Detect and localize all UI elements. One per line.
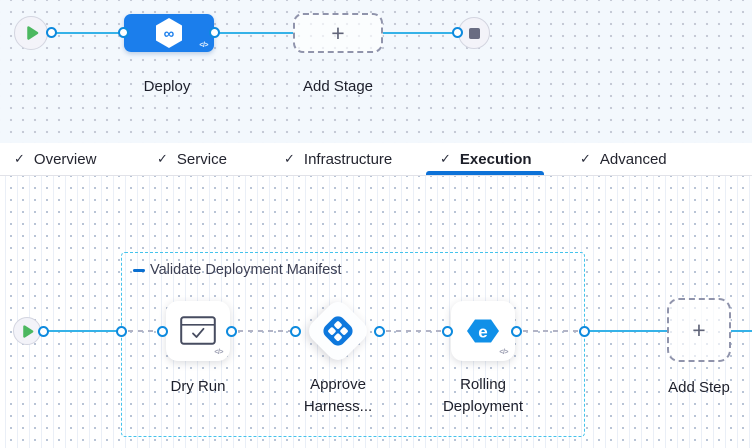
step-node-dry-run[interactable]: </> xyxy=(166,301,230,361)
active-tab-underline xyxy=(426,171,544,175)
connector-ring xyxy=(116,325,127,337)
connector-ring xyxy=(511,325,522,337)
yaml-code-icon[interactable]: </> xyxy=(214,349,223,356)
tab-label: Infrastructure xyxy=(303,150,393,168)
tab-infrastructure[interactable]: ✓ Infrastructure xyxy=(284,143,392,175)
plus-icon: + xyxy=(692,316,706,343)
stage-config-tabs: ✓ Overview ✓ Service ✓ Infrastructure ✓ … xyxy=(0,143,752,176)
connector-ring xyxy=(374,325,385,337)
connector-ring xyxy=(118,27,129,38)
stage-label-deploy[interactable]: Deploy xyxy=(143,78,191,95)
step-group-validate-deployment-manifest[interactable] xyxy=(121,252,585,437)
step-group-header: Validate Deployment Manifest xyxy=(133,262,342,278)
dashed-flow-line xyxy=(128,330,158,332)
flow-line xyxy=(731,329,752,333)
step-node-rolling-deployment[interactable]: e </> xyxy=(451,301,515,361)
execution-canvas: Validate Deployment Manifest </> xyxy=(0,176,752,448)
flow-line xyxy=(44,329,122,333)
flow-line xyxy=(585,329,667,333)
infinity-glyph: ∞ xyxy=(164,26,175,43)
plus-icon: + xyxy=(331,19,345,46)
stage-node-deploy[interactable]: ∞ </> xyxy=(124,14,214,52)
stop-icon xyxy=(468,27,480,39)
connector-ring xyxy=(38,325,49,337)
step-label-dry-run[interactable]: Dry Run xyxy=(170,378,226,395)
connector-ring xyxy=(452,27,463,38)
rolling-deployment-icon: e xyxy=(467,319,499,343)
tab-overview[interactable]: ✓ Overview xyxy=(14,143,96,175)
flow-line xyxy=(383,31,458,34)
pipeline-start-node xyxy=(14,16,48,50)
dashed-flow-line xyxy=(238,330,290,332)
connector-ring xyxy=(290,325,301,337)
add-step-label: Add Step xyxy=(668,379,730,396)
step-label-approve-harness[interactable]: Approve Harness... xyxy=(303,376,373,415)
dry-run-checklist-icon xyxy=(180,316,216,345)
execution-start-node xyxy=(13,317,41,345)
tab-label: Execution xyxy=(459,150,532,168)
yaml-code-icon[interactable]: </> xyxy=(499,349,508,356)
connector-ring xyxy=(157,325,168,337)
check-icon: ✓ xyxy=(14,151,25,166)
add-stage-button[interactable]: + xyxy=(293,13,383,53)
connector-ring xyxy=(46,27,57,38)
pipeline-end-node xyxy=(458,17,490,49)
check-icon: ✓ xyxy=(284,151,295,166)
play-icon xyxy=(23,324,34,338)
connector-ring xyxy=(442,325,453,337)
add-step-button[interactable]: + xyxy=(667,298,731,362)
tab-label: Service xyxy=(176,150,227,168)
tab-execution[interactable]: ✓ Execution xyxy=(440,143,532,175)
check-icon: ✓ xyxy=(440,151,451,166)
rolling-e-glyph: e xyxy=(478,323,487,342)
yaml-code-icon[interactable]: </> xyxy=(199,42,208,49)
flow-line xyxy=(215,31,293,34)
stage-canvas: ∞ </> + Deploy Add Stage xyxy=(0,0,752,143)
step-group-title[interactable]: Validate Deployment Manifest xyxy=(150,262,342,278)
dashed-flow-line xyxy=(523,330,579,332)
add-stage-label: Add Stage xyxy=(302,78,374,95)
connector-ring xyxy=(209,27,220,38)
deploy-stage-icon: ∞ xyxy=(156,18,182,48)
dashed-flow-line xyxy=(386,330,442,332)
check-icon: ✓ xyxy=(157,151,168,166)
connector-ring xyxy=(579,325,590,337)
step-label-rolling-deployment[interactable]: Rolling Deployment xyxy=(442,376,524,415)
check-icon: ✓ xyxy=(580,151,591,166)
connector-ring xyxy=(226,325,237,337)
tab-label: Overview xyxy=(33,150,97,168)
tab-label: Advanced xyxy=(599,150,667,168)
play-icon xyxy=(26,26,38,40)
flow-line xyxy=(52,31,124,34)
collapse-group-icon[interactable] xyxy=(133,268,145,272)
tab-advanced[interactable]: ✓ Advanced xyxy=(580,143,667,175)
tab-service[interactable]: ✓ Service xyxy=(157,143,227,175)
